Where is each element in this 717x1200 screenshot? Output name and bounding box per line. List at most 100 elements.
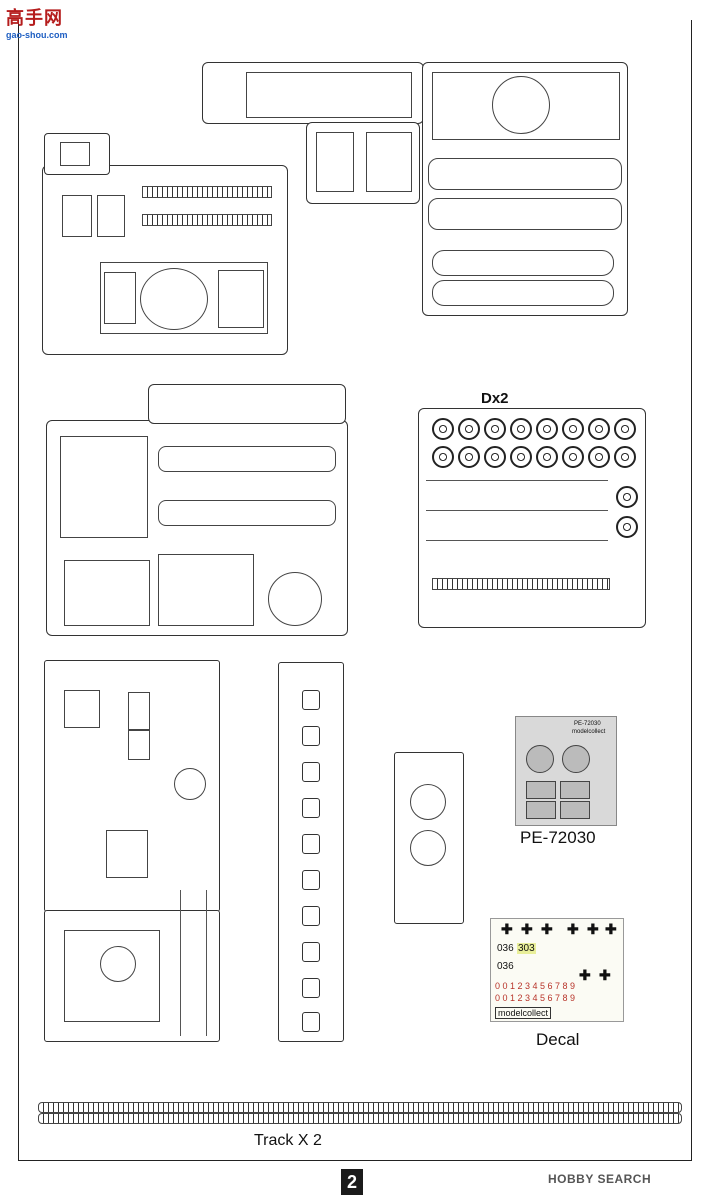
part-turret-detail-2 [128, 692, 150, 730]
road-wheel-2 [458, 418, 480, 440]
pe-grille-1 [526, 745, 554, 773]
sprue-superstructure-top [148, 384, 346, 424]
track-link-8 [302, 942, 320, 962]
wheel-sprue-label: Dx2 [481, 390, 509, 407]
road-wheel-7 [588, 418, 610, 440]
part-turret-gear [100, 946, 136, 982]
decal-sheet: ✚ ✚ ✚ ✚ ✚ ✚ 036 303 036 ✚ ✚ 0 0 1 2 3 4 … [490, 918, 624, 1022]
barrel-runner-1 [180, 890, 181, 1036]
part-engine-grille-a [104, 272, 136, 324]
track-link-3 [302, 762, 320, 782]
page-frame [18, 20, 692, 1161]
decal-digits-dark: 0 0 1 2 3 4 5 6 7 8 9 [495, 993, 576, 1003]
part-turret-detail-1 [64, 690, 100, 728]
pe-mesh-1 [526, 781, 556, 799]
decal-cross-3: ✚ [541, 921, 553, 937]
decal-cross-8: ✚ [599, 967, 611, 983]
pe-mesh-3 [526, 801, 556, 819]
decal-brand: modelcollect [495, 1007, 552, 1019]
road-wheel-10 [458, 446, 480, 468]
watermark-url: gao-shou.com [6, 30, 68, 40]
track-link-6 [302, 870, 320, 890]
decal-number-2: 036 [497, 961, 514, 972]
part-side-skirt-2 [428, 198, 622, 230]
photo-etch-sheet: PE-72030 modelcollect [515, 716, 617, 826]
pe-grille-2 [562, 745, 590, 773]
sprocket-wheel-2 [616, 516, 638, 538]
track-link-5 [302, 834, 320, 854]
track-run-1 [38, 1102, 682, 1113]
road-wheel-4 [510, 418, 532, 440]
part-bolt-row-1 [142, 186, 272, 198]
decal-cross-2: ✚ [521, 921, 533, 937]
decal-cross-6: ✚ [605, 921, 617, 937]
part-plate-b [97, 195, 125, 237]
pe-sheet-brand: modelcollect [572, 729, 606, 735]
part-side-plate-c2 [158, 500, 336, 526]
track-link-1 [302, 690, 320, 710]
road-wheel-16 [614, 446, 636, 468]
part-turret-detail-3 [128, 730, 150, 760]
decal-cross-5: ✚ [587, 921, 599, 937]
part-cupola [174, 768, 206, 800]
part-hatch-small [60, 142, 90, 166]
decal-digits-red: 0 0 1 2 3 4 5 6 7 8 9 [495, 981, 576, 991]
barrel-runner-2 [206, 890, 207, 1036]
part-side-skirt-1 [428, 158, 622, 190]
track-link-10 [302, 1012, 320, 1032]
pe-mesh-2 [560, 781, 590, 799]
part-superstructure-roof [158, 554, 254, 626]
part-lower-hull-2 [432, 280, 614, 306]
decal-highlight-number: 303 [517, 943, 536, 954]
part-turret-ring-b [492, 76, 550, 134]
road-wheel-13 [536, 446, 558, 468]
part-turret-ring-a [140, 268, 208, 330]
road-wheel-15 [588, 446, 610, 468]
road-wheel-8 [614, 418, 636, 440]
wheel-sprue-runner-1 [426, 480, 608, 481]
photo-etch-label: PE-72030 [520, 828, 596, 847]
part-superstructure-front [64, 560, 150, 626]
track-run-2 [38, 1113, 682, 1124]
page-number: 2 [341, 1169, 363, 1195]
decal-cross-1: ✚ [501, 921, 513, 937]
part-glacis [60, 436, 148, 538]
part-bolt-row-2 [142, 214, 272, 226]
part-detail-b2 [366, 132, 412, 192]
sprocket-wheel-1 [616, 486, 638, 508]
track-link-9 [302, 978, 320, 998]
part-side-plate-c1 [158, 446, 336, 472]
road-wheel-5 [536, 418, 558, 440]
decal-number-1: 036 [497, 943, 514, 954]
part-turret-detail-4 [106, 830, 148, 878]
part-turret-ring-c [268, 572, 322, 626]
part-rear-plate [246, 72, 412, 118]
part-detail-b1 [316, 132, 354, 192]
wheel-sprue-runner-2 [426, 510, 608, 511]
road-wheel-12 [510, 446, 532, 468]
part-small-detail-row [432, 578, 610, 590]
road-wheel-6 [562, 418, 584, 440]
decal-label: Decal [536, 1030, 580, 1049]
part-cupola-ring-1 [410, 784, 446, 820]
part-plate-a [62, 195, 92, 237]
footer-source: HOBBY SEARCH [548, 1172, 652, 1186]
decal-cross-7: ✚ [579, 967, 591, 983]
road-wheel-11 [484, 446, 506, 468]
part-deck-plate-a [218, 270, 264, 328]
road-wheel-1 [432, 418, 454, 440]
watermark-logo: 高手网 gao-shou.com [6, 4, 86, 40]
road-wheel-9 [432, 446, 454, 468]
track-link-2 [302, 726, 320, 746]
track-label: Track X 2 [254, 1132, 322, 1149]
watermark-title: 高手网 [6, 8, 63, 28]
pe-mesh-4 [560, 801, 590, 819]
road-wheel-14 [562, 446, 584, 468]
part-cupola-ring-2 [410, 830, 446, 866]
decal-cross-4: ✚ [567, 921, 579, 937]
part-lower-hull-1 [432, 250, 614, 276]
wheel-sprue-runner-3 [426, 540, 608, 541]
sprue-wheels [418, 408, 646, 628]
track-link-7 [302, 906, 320, 926]
pe-sheet-code: PE-72030 [574, 721, 601, 727]
